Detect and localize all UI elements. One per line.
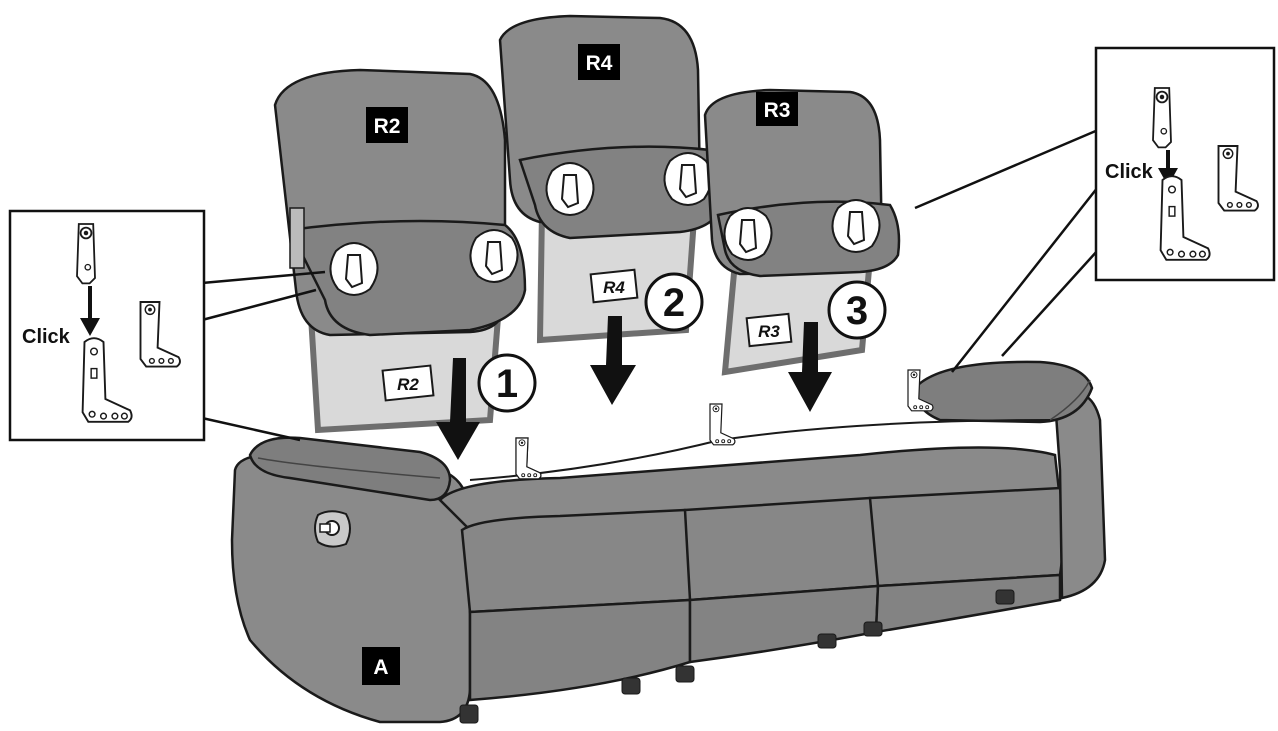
footrest-3 <box>874 573 1062 634</box>
back-left-tag <box>366 107 408 143</box>
right-arm <box>1053 392 1107 600</box>
seat-cushion-1 <box>460 508 698 614</box>
label-middle: R4 <box>603 278 625 297</box>
back-right-tag-label: R3 <box>764 99 791 122</box>
step-1-label: 1 <box>496 362 518 406</box>
callout-left: Click <box>8 209 326 442</box>
foot <box>817 633 837 649</box>
footrest-1 <box>468 598 692 702</box>
left-arm-pad <box>248 436 452 502</box>
seat-bracket-1 <box>515 437 542 480</box>
label-right: R3 <box>758 322 780 341</box>
label-left: R2 <box>397 375 419 394</box>
arrow-1 <box>436 358 480 460</box>
backrest-right: R3 R3 <box>703 88 901 376</box>
back-clip <box>469 229 519 283</box>
backrest-middle: R4 R4 <box>498 14 724 344</box>
step-3-label: 3 <box>846 289 868 333</box>
back-right-tag <box>756 92 798 126</box>
seat-cushion-3 <box>868 486 1064 588</box>
foot <box>675 665 695 683</box>
callout-right: Click <box>914 46 1276 373</box>
back-clip <box>663 152 713 206</box>
back-clip <box>723 207 773 261</box>
callout-left-click: Click <box>22 326 71 348</box>
step-2: 2 <box>644 272 704 332</box>
footrest-2 <box>688 584 880 664</box>
arrow-3 <box>788 322 832 412</box>
back-clip <box>329 242 379 296</box>
back-middle-tag-label: R4 <box>586 52 613 75</box>
step-3: 3 <box>827 280 887 340</box>
step-2-label: 2 <box>663 281 685 325</box>
foot <box>459 704 479 724</box>
sofa-base: A <box>230 360 1107 724</box>
right-arm-pad <box>913 360 1094 424</box>
foot <box>995 589 1015 605</box>
backrest-left: R2 R2 <box>273 68 527 434</box>
back-left-tag-label: R2 <box>374 115 401 138</box>
recline-handle <box>314 510 351 548</box>
sofa-tag-label: A <box>373 656 388 679</box>
foot <box>621 677 641 695</box>
back-middle-tag <box>578 44 620 80</box>
sofa-tag <box>362 647 400 685</box>
arrow-2 <box>590 316 636 405</box>
back-clip <box>831 199 881 253</box>
seat-cushion-2 <box>683 496 884 602</box>
step-1: 1 <box>477 353 537 413</box>
seat-bracket-2 <box>709 403 736 446</box>
foot <box>863 621 883 637</box>
callout-right-click: Click <box>1105 161 1154 183</box>
back-clip <box>545 162 595 216</box>
